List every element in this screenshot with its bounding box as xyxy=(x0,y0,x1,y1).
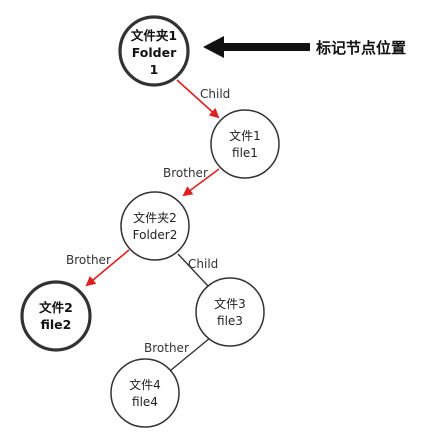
edge-file1-folder2 xyxy=(182,168,220,197)
marker-arrow-icon xyxy=(203,36,310,58)
node-file4[interactable]: 文件4 file4 xyxy=(110,358,180,428)
node-file3[interactable]: 文件3 file3 xyxy=(195,277,265,347)
node-folder1[interactable]: 文件夹1 Folder 1 xyxy=(118,15,190,87)
node-folder1-line3: 1 xyxy=(150,62,159,77)
edge-label-child-2: Child xyxy=(188,257,218,271)
edge-label-brother-3: Brother xyxy=(144,341,189,355)
node-file3-line1: 文件3 xyxy=(214,296,246,311)
node-file2[interactable]: 文件2 file2 xyxy=(20,280,92,352)
marker-label: 标记节点位置 xyxy=(315,39,406,57)
node-folder1-line2: Folder xyxy=(132,45,177,60)
node-file4-line2: file4 xyxy=(132,395,158,409)
node-file2-line2: file2 xyxy=(41,317,72,332)
edge-label-brother-1: Brother xyxy=(163,166,208,180)
node-folder2[interactable]: 文件夹2 Folder2 xyxy=(120,191,190,261)
node-file1[interactable]: 文件1 file1 xyxy=(210,109,280,179)
node-file2-line1: 文件2 xyxy=(39,300,73,315)
node-folder2-line1: 文件夹2 xyxy=(133,210,177,225)
edge-folder1-file1 xyxy=(176,79,220,119)
node-file1-line2: file1 xyxy=(232,146,258,160)
edge-folder2-file3 xyxy=(177,253,209,287)
node-folder2-line2: Folder2 xyxy=(133,228,178,242)
node-folder1-line1: 文件夹1 xyxy=(131,28,177,43)
node-file3-line2: file3 xyxy=(217,314,243,328)
edge-folder2-file2 xyxy=(85,249,130,287)
edge-label-brother-2: Brother xyxy=(66,253,111,267)
node-file1-line1: 文件1 xyxy=(229,128,261,143)
edge-label-child-1: Child xyxy=(200,87,230,101)
node-file4-line1: 文件4 xyxy=(129,377,161,392)
edge-file3-file4 xyxy=(164,337,211,376)
